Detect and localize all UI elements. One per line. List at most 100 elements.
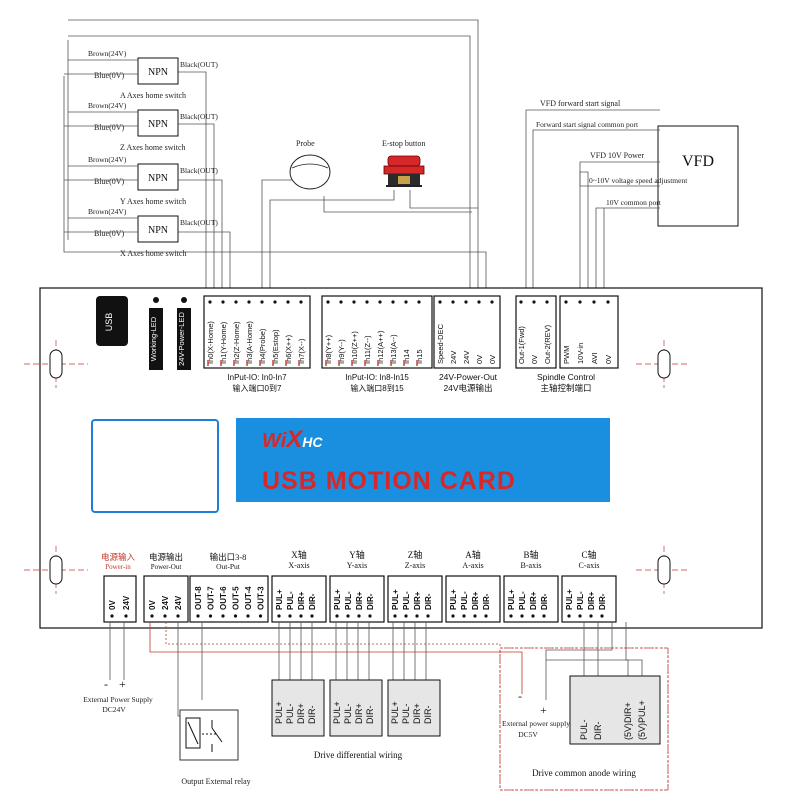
board-title: USB MOTION CARD [262,467,516,495]
terminal-pin: 0V [604,300,613,364]
terminal-pin: DIR+ [587,591,596,618]
pin-label: In13(A--) [389,334,398,364]
axis-terminal [503,575,559,623]
pin-label: PUL+ [507,589,516,610]
pin-label: DIR- [482,593,491,610]
switch-wires [63,19,487,292]
switch-caption: Z Axes home switch [120,143,186,152]
terminal-pin: 24V [161,595,170,618]
pin-label: 24V [449,351,458,364]
terminal-pin: DIR- [598,593,607,618]
terminal-pin: DIR- [482,593,491,618]
driver-pin-label: PUL- [343,703,353,724]
pin-label: Speed-DEC [436,323,445,364]
vfd-forward-common: Forward start signal common port [536,120,639,129]
pin-label: In2(Z-Home) [232,321,241,364]
switch-blue-label: Blue(0V) [94,123,125,132]
axis-cn: B轴 [523,549,538,560]
pin-label: OUT-6 [219,586,228,610]
switch-brown-label: Brown(24V) [88,155,127,164]
switch-blue-label: Blue(0V) [94,71,125,80]
ext24-plus: + [119,677,126,691]
terminal-pin: Out-2(REV) [543,300,552,364]
terminal-pin: In14 [402,300,411,366]
pin-label: 24V [462,351,471,364]
terminal-pin: DIR+ [471,591,480,618]
switch-caption: A Axes home switch [120,91,186,100]
switch-blue-label: Blue(0V) [94,177,125,186]
terminal-pin: 24V [449,300,458,364]
axis-en: Y-axis [347,561,367,570]
terminal-pin: DIR+ [355,591,364,618]
driver-pin-label: DIR- [307,706,317,725]
driver-pin-label: PUL+ [332,701,342,724]
terminal-pin: PUL- [460,591,469,618]
pin-label: In8(Y++) [324,334,333,364]
axis-en: C-axis [579,561,600,570]
terminal-pin: PUL+ [565,589,574,618]
probe-label: Probe [296,139,315,148]
terminal-pin: In4(Probe) [258,300,267,366]
terminal-pin: OUT-6 [219,586,228,618]
pin-label: DIR- [424,593,433,610]
npn-label: NPN [148,67,168,78]
driver-pin-label: DIR- [365,706,375,725]
axis-terminal [445,575,501,623]
terminal-pin: In0(X-Home) [206,300,215,366]
terminal-pin: OUT-3 [257,586,266,618]
pin-label: DIR+ [587,591,596,610]
axis-cn: A轴 [465,549,481,560]
pin-label: 10V-in [576,343,585,364]
terminal-pin: In8(Y++) [324,300,333,366]
terminal-pin: In11(Z--) [363,300,372,366]
power-in-en: Power-in [105,563,131,571]
terminal-pin: DIR- [540,593,549,618]
lower-wiring [109,622,669,791]
common-anode: - + External power supply DC5V PUL-DIR-(… [499,647,669,791]
pin-label: 24V [122,595,131,610]
pin-label: OUT-8 [194,586,203,610]
axis-terminal [329,575,385,623]
driver-block: PUL+PUL-DIR+DIR- [271,679,325,737]
anode-pin-label: PUL- [579,719,589,740]
anode-pin-label: DIR- [593,722,603,741]
power-led-tag [177,308,191,370]
pin-label: PUL- [402,591,411,610]
probe: Probe [289,139,331,190]
power-out-cn: 24V电源输出 [443,383,492,393]
terminal-pin: OUT-7 [207,586,216,618]
pin-label: DIR- [366,593,375,610]
switch-caption: X Axes home switch [120,249,186,258]
axis-terminal [271,575,327,623]
switch-caption: Y Axes home switch [120,197,186,206]
terminal-pin: DIR- [308,593,317,618]
axis-en: B-axis [521,561,542,570]
in8-15-label: InPut-IO: In8-In15 [345,373,409,382]
driver-pin-label: PUL- [285,703,295,724]
terminal-pin: In3(A-Home) [245,300,254,366]
switch-black-label: Black(OUT) [180,166,218,175]
outs-cn: 输出口3-8 [210,552,247,562]
pin-label: DIR- [308,593,317,610]
pin-label: 0V [488,355,497,364]
terminal-spindle-analog [559,295,619,369]
terminal-pin: In13(A--) [389,300,398,366]
pin-label: In10(Z++) [350,331,359,364]
pin-label: DIR+ [471,591,480,610]
terminal-pin: In7(X--) [297,300,306,366]
terminal-pin: PUL- [576,591,585,618]
bottom-terminal [103,575,137,623]
pin-label: In6(X++) [284,334,293,364]
axis-en: Z-axis [405,561,425,570]
pin-label: OUT-3 [257,586,266,610]
power-led-label: 24V-Power-LED [177,312,186,366]
relay-label: Output External relay [181,777,250,786]
mount-hole [657,555,671,585]
mount-hole [49,555,63,585]
terminal-pin: DIR+ [413,591,422,618]
terminal-power-out [433,295,501,369]
terminal-spindle-out [515,295,557,369]
ext24-minus: - [104,677,108,691]
npn-label: NPN [148,119,168,130]
